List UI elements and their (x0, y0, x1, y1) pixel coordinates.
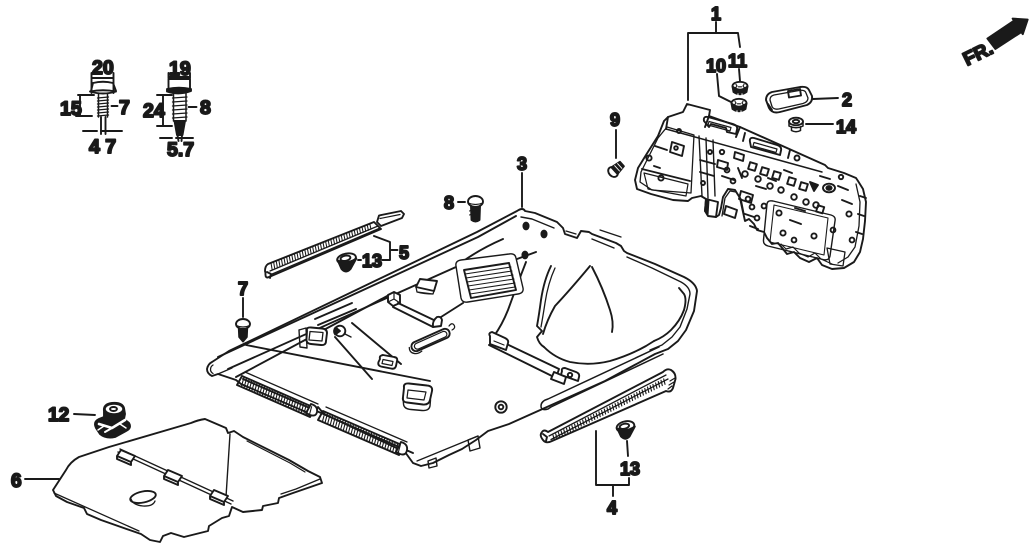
svg-text:12: 12 (48, 405, 69, 426)
svg-text:8: 8 (200, 97, 211, 119)
svg-text:11: 11 (728, 51, 747, 71)
svg-text:1: 1 (711, 4, 721, 24)
svg-text:15: 15 (60, 98, 82, 120)
svg-text:13: 13 (362, 251, 382, 271)
svg-text:19: 19 (169, 58, 191, 80)
svg-text:8: 8 (444, 193, 454, 213)
svg-text:4 7: 4 7 (89, 136, 116, 158)
svg-text:4: 4 (607, 498, 617, 518)
svg-text:5.7: 5.7 (167, 139, 194, 161)
svg-text:3: 3 (517, 154, 527, 174)
svg-text:5: 5 (399, 243, 409, 263)
svg-text:24: 24 (143, 100, 165, 122)
svg-text:7: 7 (119, 97, 130, 119)
svg-text:7: 7 (238, 279, 248, 299)
svg-text:13: 13 (620, 459, 640, 479)
svg-text:6: 6 (11, 471, 22, 492)
svg-text:9: 9 (610, 110, 620, 130)
svg-text:10: 10 (706, 56, 726, 76)
svg-text:2: 2 (842, 90, 852, 110)
svg-text:20: 20 (92, 57, 114, 79)
svg-text:14: 14 (836, 117, 856, 137)
